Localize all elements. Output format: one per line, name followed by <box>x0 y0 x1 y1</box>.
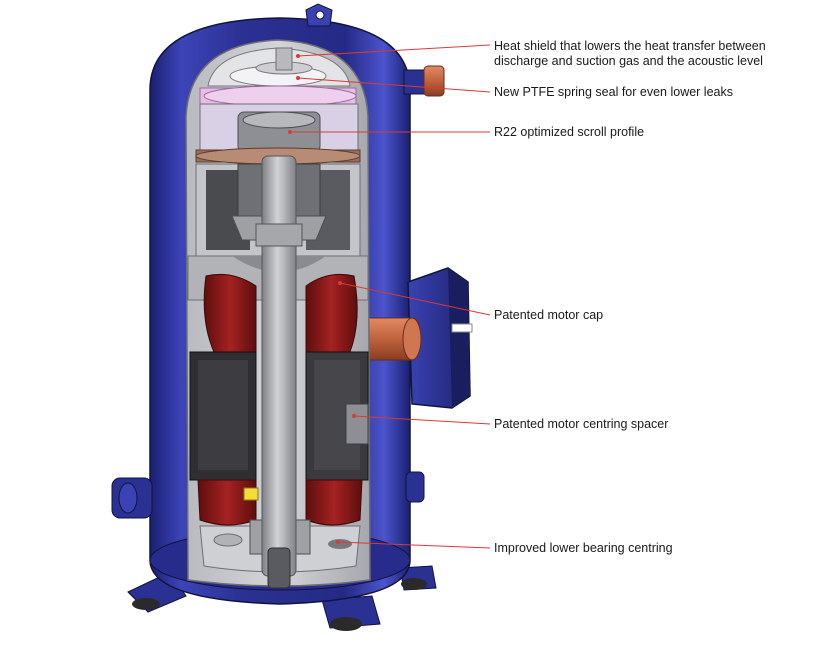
heat-shield <box>207 47 351 87</box>
callout-scroll-profile: R22 optimized scroll profile <box>494 125 644 140</box>
motor-centring-spacer <box>345 403 369 445</box>
crankshaft <box>255 155 303 589</box>
callout-lower-bearing-line-1: Improved lower bearing centring <box>494 541 673 555</box>
ptfe-seal <box>199 85 357 107</box>
scroll-set <box>195 103 361 165</box>
side-fitting-left <box>111 477 153 519</box>
lifting-lug <box>305 3 333 27</box>
callout-heat-shield-line-1: Heat shield that lowers the heat transfe… <box>494 39 766 53</box>
callout-heat-shield-line-2: discharge and suction gas and the acoust… <box>494 54 763 68</box>
mounting-feet <box>127 565 437 631</box>
stator <box>189 351 369 481</box>
leader-lines <box>288 44 491 549</box>
leader-line-centring-spacer <box>353 415 491 425</box>
callout-heat-shield: Heat shield that lowers the heat transfe… <box>494 39 766 69</box>
upper-bearing-housing <box>195 163 361 257</box>
callout-centring-spacer: Patented motor centring spacer <box>494 417 668 432</box>
leader-line-motor-cap <box>339 282 491 316</box>
motor-windings-lower <box>197 479 363 526</box>
leader-line-ptfe-seal <box>297 77 491 93</box>
callout-motor-cap: Patented motor cap <box>494 308 603 323</box>
terminal-box <box>407 267 473 409</box>
callout-scroll-profile-line-1: R22 optimized scroll profile <box>494 125 645 139</box>
discharge-pipe <box>403 65 445 97</box>
callout-ptfe-seal: New PTFE spring seal for even lower leak… <box>494 85 733 100</box>
callout-centring-spacer-line-1: Patented motor centring spacer <box>494 417 669 431</box>
side-fitting-right <box>405 471 425 503</box>
leader-line-lower-bearing <box>337 541 491 549</box>
motor-windings-upper <box>203 273 358 353</box>
callout-ptfe-seal-line-1: New PTFE spring seal for even lower leak… <box>494 85 733 99</box>
callout-motor-cap-line-1: Patented motor cap <box>494 308 604 322</box>
leader-line-heat-shield <box>297 44 491 57</box>
callout-lower-bearing: Improved lower bearing centring <box>494 541 673 556</box>
